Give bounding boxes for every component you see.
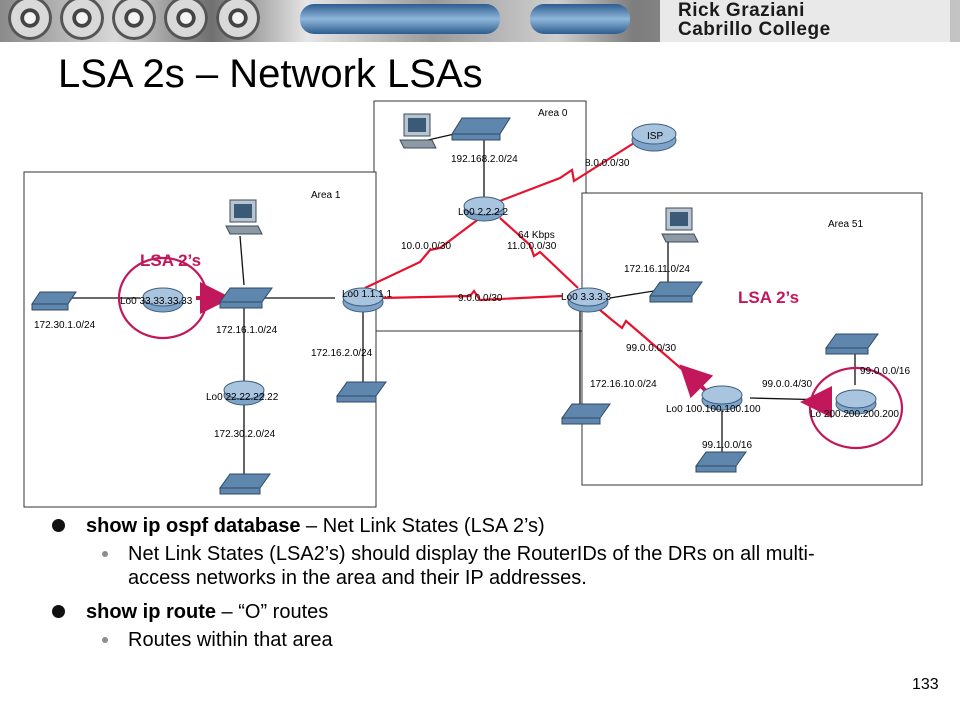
router-label-r33: Lo0 33.33.33.33 bbox=[120, 296, 193, 307]
router-icon bbox=[223, 380, 265, 406]
switch-icon bbox=[219, 473, 271, 495]
cable-icon bbox=[530, 4, 630, 34]
switch-icon bbox=[825, 333, 879, 355]
router-label-r22: Lo0 22.22.22.22 bbox=[206, 392, 279, 403]
router-label-r100: Lo0 100.100.100.100 bbox=[666, 404, 761, 415]
net-11-label: 11.0.0.0/30 bbox=[507, 241, 557, 252]
net-99-0-0-4-label: 99.0.0.4/30 bbox=[762, 379, 812, 390]
net-172-16-1-label: 172.16.1.0/24 bbox=[216, 325, 278, 336]
switch-icon bbox=[451, 117, 511, 141]
disc-icon bbox=[60, 0, 104, 40]
area1-box bbox=[23, 171, 377, 508]
router-icon bbox=[835, 389, 877, 415]
area51-label: Area 51 bbox=[828, 219, 863, 230]
switch-icon bbox=[561, 403, 611, 425]
disc-icon bbox=[112, 0, 156, 40]
net-10-label: 10.0.0.0/30 bbox=[401, 241, 451, 252]
speed-label: 64 Kbps bbox=[518, 230, 555, 241]
switch-icon bbox=[31, 291, 77, 311]
router-icon bbox=[342, 287, 384, 313]
router-icon bbox=[463, 196, 505, 222]
disc-icon bbox=[8, 0, 52, 40]
net-172-16-11-label: 172.16.11.0/24 bbox=[624, 264, 690, 275]
net-172-16-10-label: 172.16.10.0/24 bbox=[590, 379, 657, 390]
header-banner: Rick Graziani Cabrillo College bbox=[0, 0, 960, 42]
net-99-1-label: 99.1.0.0/16 bbox=[702, 440, 752, 451]
pc-icon bbox=[661, 207, 699, 243]
net-99-0-0-0-16-label: 99.0.0.0/16 bbox=[860, 366, 910, 377]
sub-bullet-item: Net Link States (LSA2’s) should display … bbox=[52, 542, 852, 590]
switch-icon bbox=[695, 451, 747, 473]
router-icon bbox=[142, 287, 184, 313]
sub-bullet-dot-icon bbox=[102, 637, 108, 643]
brand-line-1: Rick Graziani bbox=[678, 0, 805, 21]
router-icon bbox=[567, 287, 609, 313]
net-172-30-1-label: 172.30.1.0/24 bbox=[34, 320, 96, 331]
net-172-30-2-label: 172.30.2.0/24 bbox=[214, 429, 276, 440]
pc-icon bbox=[225, 199, 263, 235]
disc-icon bbox=[164, 0, 208, 40]
switch-icon bbox=[336, 381, 387, 403]
bullet-command: show ip ospf database bbox=[86, 515, 301, 537]
router-label-r3: Lo0 3.3.3.3 bbox=[561, 292, 611, 303]
router-label-r1: Lo0 1.1.1.1 bbox=[342, 289, 392, 300]
lsa-label-area1: LSA 2’s bbox=[140, 251, 201, 270]
cable-icon bbox=[300, 4, 500, 34]
net-172-16-2-label: 172.16.2.0/24 bbox=[311, 348, 373, 359]
cloud-router-icon bbox=[631, 123, 677, 152]
page-number: 133 bbox=[912, 676, 939, 693]
bullet-dot-icon bbox=[52, 605, 65, 618]
bullet-dot-icon bbox=[52, 519, 65, 532]
lsa-label-area51: LSA 2’s bbox=[738, 288, 799, 307]
net-8-label: 8.0.0.0/30 bbox=[585, 158, 630, 169]
router-label-isp: ISP bbox=[647, 131, 663, 142]
serial-links bbox=[364, 142, 707, 391]
bullet-text: – “O” routes bbox=[216, 601, 329, 623]
net-192-label: 192.168.2.0/24 bbox=[451, 154, 518, 165]
switch-icon bbox=[649, 281, 703, 303]
router-icon bbox=[701, 385, 743, 411]
bullet-text: – Net Link States (LSA 2’s) bbox=[300, 515, 545, 537]
router-label-r2: Lo0 2.2.2.2 bbox=[458, 207, 508, 218]
sub-bullet-item: Routes within that area bbox=[52, 628, 852, 652]
disc-icon bbox=[216, 0, 260, 40]
bullet-item: show ip route – “O” routes bbox=[52, 600, 852, 624]
sub-bullet-dot-icon bbox=[102, 551, 108, 557]
slide-title: LSA 2s – Network LSAs bbox=[58, 52, 483, 96]
net-99-0-0-0-30-label: 99.0.0.0/30 bbox=[626, 343, 676, 354]
bullet-command: show ip route bbox=[86, 601, 216, 623]
area1-label: Area 1 bbox=[311, 190, 341, 201]
pc-icon bbox=[399, 113, 437, 149]
net-9-label: 9.0.0.0/30 bbox=[458, 293, 503, 304]
brand-line-2: Cabrillo College bbox=[678, 19, 831, 40]
brand-box: Rick Graziani Cabrillo College bbox=[660, 0, 950, 42]
bullet-item: show ip ospf database – Net Link States … bbox=[52, 514, 852, 538]
bullet-list: show ip ospf database – Net Link States … bbox=[52, 514, 852, 662]
switch-icon bbox=[219, 287, 273, 309]
flood-arrows bbox=[196, 282, 832, 418]
area0-label: Area 0 bbox=[538, 108, 568, 119]
router-label-r200: Lo 200.200.200.200 bbox=[810, 409, 899, 420]
sub-bullet-text: Routes within that area bbox=[128, 629, 333, 651]
sub-bullet-text: Net Link States (LSA2’s) should display … bbox=[128, 543, 815, 589]
